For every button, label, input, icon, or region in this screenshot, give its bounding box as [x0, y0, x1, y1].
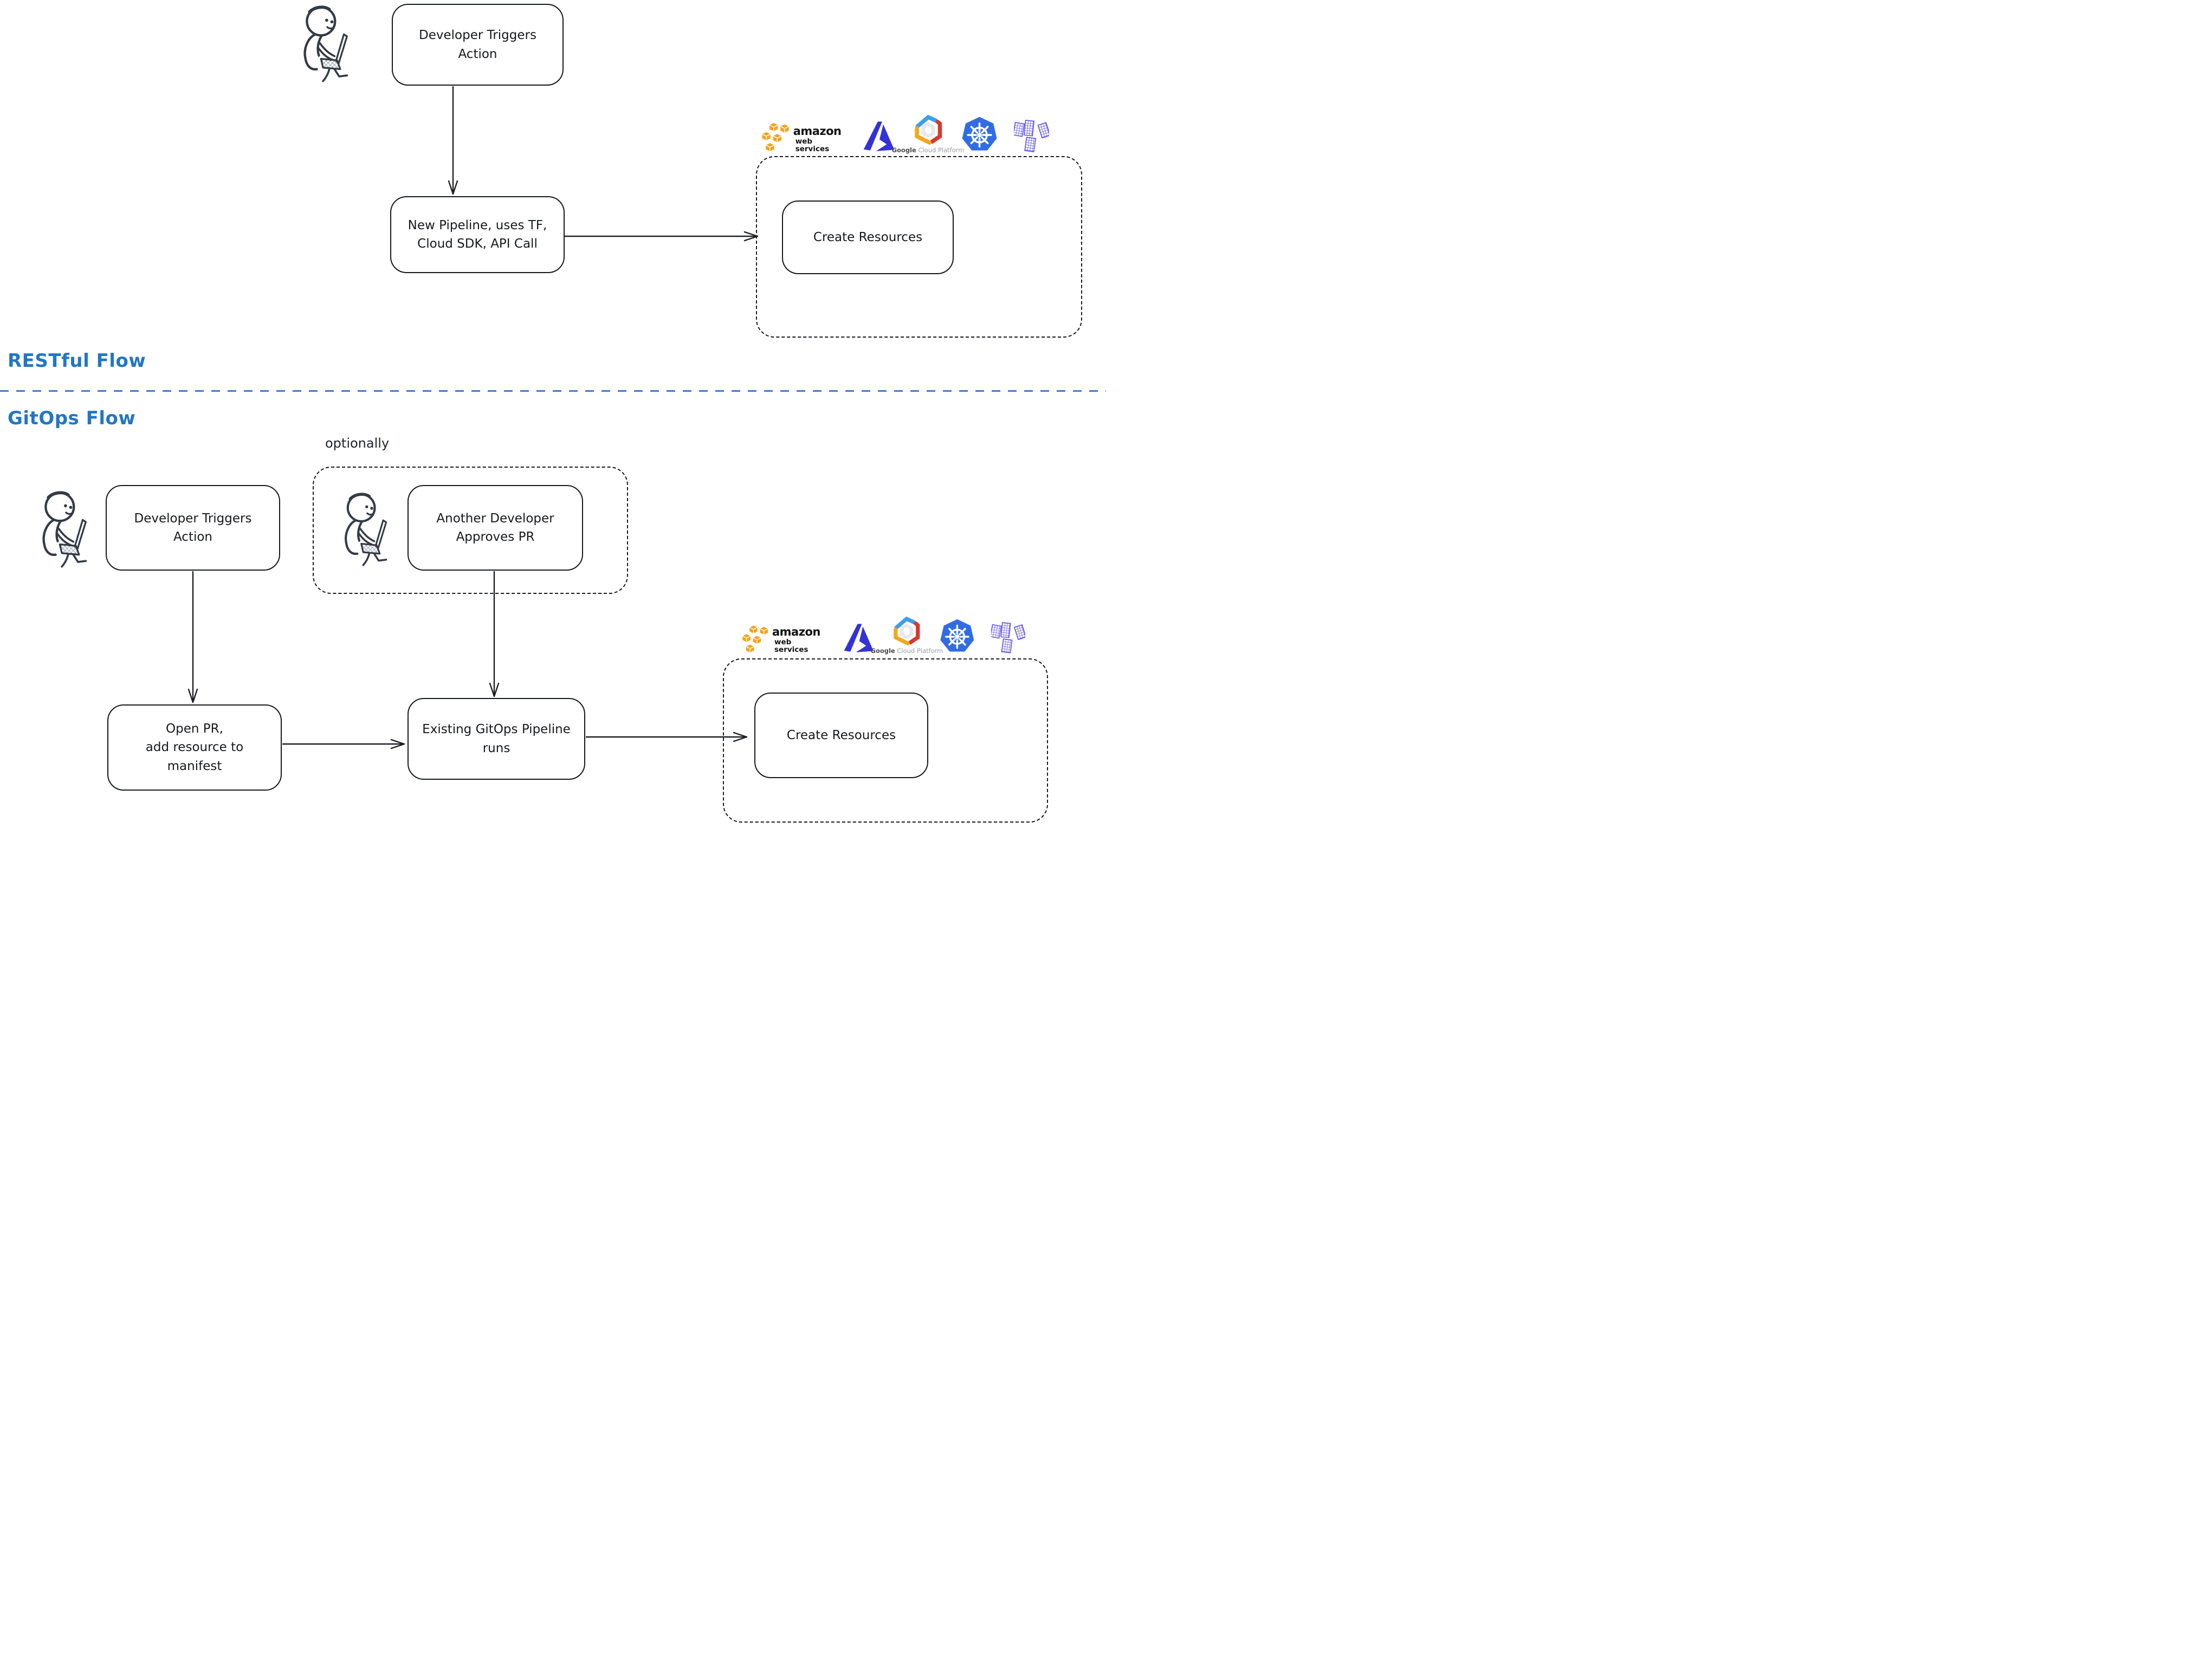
gitops-flow-label: GitOps Flow — [8, 407, 136, 429]
kubernetes-logo — [961, 115, 998, 152]
terraform-logo — [991, 622, 1026, 654]
node-label: Open PR, add resource to manifest — [145, 721, 244, 773]
node-label: Existing GitOps Pipeline runs — [422, 722, 571, 755]
restful-flow-label: RESTful Flow — [8, 350, 146, 372]
arrow-dev-to-pipeline — [448, 86, 458, 195]
cloud-providers-group-top — [756, 156, 1082, 338]
aws-logo: amazon web services — [741, 624, 827, 655]
node-create-resources-top: Create Resources — [782, 200, 954, 274]
cloud-logos-row-bottom: amazon web services Google Cloud Platfor… — [741, 610, 1026, 655]
azure-logo — [863, 121, 895, 151]
gcp-logo: Google Cloud Platform — [871, 616, 943, 655]
gcp-logo: Google Cloud Platform — [892, 114, 964, 154]
optional-approval-group — [313, 467, 628, 594]
node-label: Developer Triggers Action — [134, 511, 252, 545]
node-existing-gitops-pipeline: Existing GitOps Pipeline runs — [408, 698, 585, 780]
flow-divider — [0, 390, 1106, 392]
diagram-canvas: Developer Triggers Action New Pipeline, … — [0, 0, 1106, 828]
aws-cubes-icon — [761, 122, 790, 152]
optionally-label: optionally — [325, 436, 390, 451]
aws-cubes-icon — [741, 624, 769, 654]
arrow-open-pr-to-existing-pipeline — [282, 739, 405, 749]
gcp-wordmark: Google Cloud Platform — [870, 647, 943, 655]
gcp-hexagon-icon — [891, 616, 922, 646]
node-label: Developer Triggers Action — [419, 28, 536, 61]
developer-figure — [38, 488, 90, 573]
node-another-developer-approves-pr: Another Developer Approves PR — [408, 485, 583, 571]
node-create-resources-bottom: Create Resources — [754, 693, 928, 778]
kubernetes-logo — [940, 618, 975, 653]
gcp-wordmark: Google Cloud Platform — [891, 146, 965, 154]
aws-wordmark: amazon web services — [772, 625, 820, 654]
node-label: Another Developer Approves PR — [436, 511, 554, 545]
developer-figure — [299, 4, 351, 86]
aws-logo: amazon web services — [761, 121, 846, 154]
node-label: Create Resources — [813, 230, 923, 244]
node-open-pr: Open PR, add resource to manifest — [107, 704, 282, 791]
aws-wordmark: amazon web services — [793, 125, 842, 153]
node-label: New Pipeline, uses TF, Cloud SDK, API Ca… — [408, 218, 547, 251]
cloud-logos-row-top: amazon web services Google Cloud Platfor… — [761, 107, 1049, 154]
node-new-pipeline: New Pipeline, uses TF, Cloud SDK, API Ca… — [390, 196, 565, 273]
azure-logo — [844, 624, 874, 652]
node-developer-triggers-action-gitops: Developer Triggers Action — [106, 485, 280, 571]
developer-figure — [340, 488, 390, 573]
arrow-dev-to-open-pr — [187, 571, 198, 703]
cloud-providers-group-bottom — [723, 658, 1048, 823]
arrow-pipeline-to-create-resources — [564, 231, 759, 242]
node-label: Create Resources — [786, 728, 896, 742]
terraform-logo — [1013, 120, 1049, 152]
node-developer-triggers-action: Developer Triggers Action — [392, 4, 564, 86]
gcp-hexagon-icon — [913, 114, 944, 146]
